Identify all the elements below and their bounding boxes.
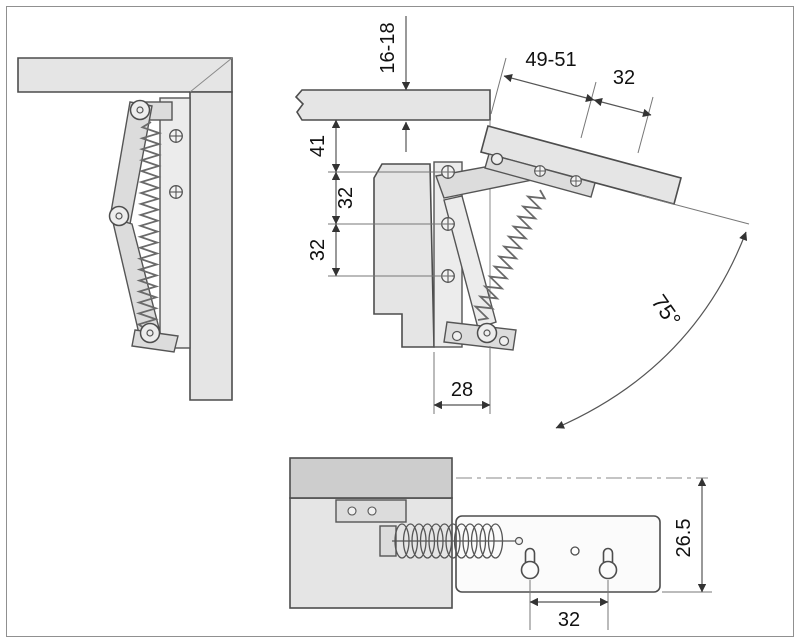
- dim-label: 28: [451, 379, 473, 401]
- dim-label: 75°: [646, 290, 686, 332]
- dim-label: 16-18: [377, 22, 399, 73]
- screw-head: [570, 175, 582, 187]
- lever-body-plate: [373, 163, 435, 348]
- pivot-middle: [108, 205, 130, 227]
- dim-opening-angle: 75°: [555, 193, 750, 429]
- dim-slot-spacing: 32: [529, 580, 609, 631]
- page-border: [6, 6, 794, 637]
- view-side-closed: [17, 57, 233, 401]
- coil-loop: [411, 523, 427, 559]
- keyhole-slot: [520, 547, 540, 580]
- dim-label: 32: [558, 609, 580, 631]
- pivot-top: [129, 99, 151, 121]
- tension-spring: [473, 189, 547, 321]
- dim-label: 49-51: [525, 49, 576, 71]
- coil-loop: [462, 523, 478, 559]
- bracket-hinge: [490, 152, 504, 166]
- plate-hole: [570, 546, 580, 556]
- dim-plate-offset: 26.5: [662, 477, 712, 593]
- screw-head: [169, 185, 183, 199]
- coil-loop: [470, 523, 487, 559]
- screw-head: [534, 165, 546, 177]
- dim-board-thickness: 16-18: [377, 16, 411, 152]
- dim-label: 32: [335, 187, 357, 209]
- cabinet-side-board: [189, 91, 233, 401]
- dim-label: 41: [307, 135, 329, 157]
- dim-label: 32: [307, 239, 329, 261]
- dim-label: 32: [613, 67, 635, 89]
- cabinet-top-board: [294, 89, 491, 121]
- bracket-screw: [347, 506, 357, 516]
- foot-screw: [498, 335, 510, 347]
- pivot-bottom: [139, 322, 161, 344]
- spring-end: [514, 536, 524, 546]
- tension-spring: [135, 121, 163, 331]
- coil-loop: [436, 523, 453, 559]
- dim-hole-chain: 41 32 32: [307, 119, 452, 277]
- link-arm: [443, 195, 497, 329]
- coil-loop: [453, 523, 470, 559]
- cabinet-top-board: [17, 57, 233, 93]
- pivot-bottom: [476, 322, 498, 344]
- dim-label: 26.5: [673, 519, 695, 558]
- coil-loop: [402, 523, 419, 559]
- dim-pivot-setback: 28: [433, 346, 491, 414]
- keyhole-slot: [598, 547, 618, 580]
- view-side-open: 16-18 41 32 32 49-51 32: [294, 16, 750, 429]
- miter-joint-line: [189, 57, 233, 93]
- coil-spring: [394, 523, 504, 559]
- coil-loop: [445, 523, 461, 559]
- coil-loop: [394, 523, 410, 559]
- screw-head: [169, 129, 183, 143]
- angle-arc: [555, 231, 748, 429]
- coil-loop: [487, 523, 504, 559]
- coil-loop: [479, 523, 495, 559]
- bracket-screw: [367, 506, 377, 516]
- dim-flap: 49-51 32: [490, 49, 654, 154]
- coil-loop: [419, 523, 436, 559]
- board-edge: [289, 457, 453, 499]
- coil-loop: [428, 523, 444, 559]
- foot-screw: [451, 330, 463, 342]
- flap-mounting-plate: [455, 515, 661, 593]
- view-top: 26.5 32: [289, 457, 712, 631]
